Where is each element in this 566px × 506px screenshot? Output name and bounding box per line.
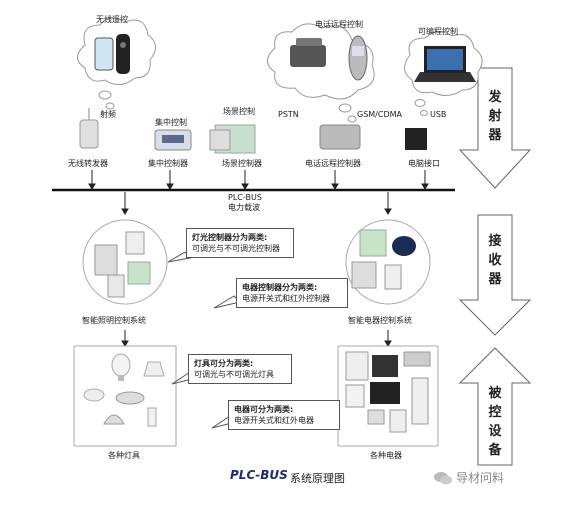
appliance-controller-bubble: 电器控制器分为两类: 电源开关式和红外控制器 [236,278,348,308]
rf-label: 射频 [100,110,116,119]
diagram-caption: 系统原理图 [290,472,345,485]
watermark-text: 导材问料 [456,471,505,485]
appliances-label: 各种电器 [370,451,402,460]
scene-control-label: 场景控制 [223,107,255,116]
usb-label: USB [430,110,447,119]
light-controller-bubble-title: 灯光控制器分为两类: [192,233,268,242]
wireless-remote-title: 无线遥控 [96,15,128,24]
lighting-system-label: 智能照明控制系统 [82,316,146,325]
programmable-control-title: 可编程控制 [418,27,458,36]
phone-remote-controller-label: 电话远程控制器 [305,159,361,168]
central-control-label: 集中控制 [155,118,187,127]
appliance-controller-bubble-text: 电源开关式和红外控制器 [242,294,330,303]
appliance-types-bubble-title: 电器可分为两类: [234,405,294,414]
appliance-system-label: 智能电器控制系统 [348,316,412,325]
light-controller-bubble-text: 可调光与不可调光控制器 [192,244,280,253]
scene-controller-label: 场景控制器 [222,159,262,168]
appliance-types-bubble-text: 电源开关式和红外电器 [234,416,314,425]
phone-remote-title: 电话远程控制 [315,20,363,29]
transmitter-label: 发射器 [488,90,502,143]
pc-interface-label: 电脑接口 [408,159,440,168]
lamp-types-bubble: 灯具可分为两类: 可调光与不可调光灯具 [188,354,292,384]
wireless-transmitter-label: 无线转发器 [68,159,108,168]
wechat-icon [434,470,452,485]
lamps-label: 各种灯具 [108,451,140,460]
lamp-types-bubble-text: 可调光与不可调光灯具 [194,370,274,379]
bus-label-1: PLC-BUS [228,193,262,202]
controlled-devices-label: 被控设备 [488,386,502,458]
bus-label-2: 电力载波 [228,203,260,212]
pstn-label: PSTN [278,110,299,119]
lamp-types-bubble-title: 灯具可分为两类: [194,359,254,368]
plc-bus-logo: PLC-BUS [230,468,288,482]
central-controller-label: 集中控制器 [148,159,188,168]
appliance-types-bubble: 电器可分为两类: 电源开关式和红外电器 [228,400,340,430]
gsm-label: GSM/CDMA [357,110,402,119]
receiver-label: 接收器 [488,234,502,287]
light-controller-bubble: 灯光控制器分为两类: 可调光与不可调光控制器 [186,228,294,258]
appliance-controller-bubble-title: 电器控制器分为两类: [242,283,318,292]
